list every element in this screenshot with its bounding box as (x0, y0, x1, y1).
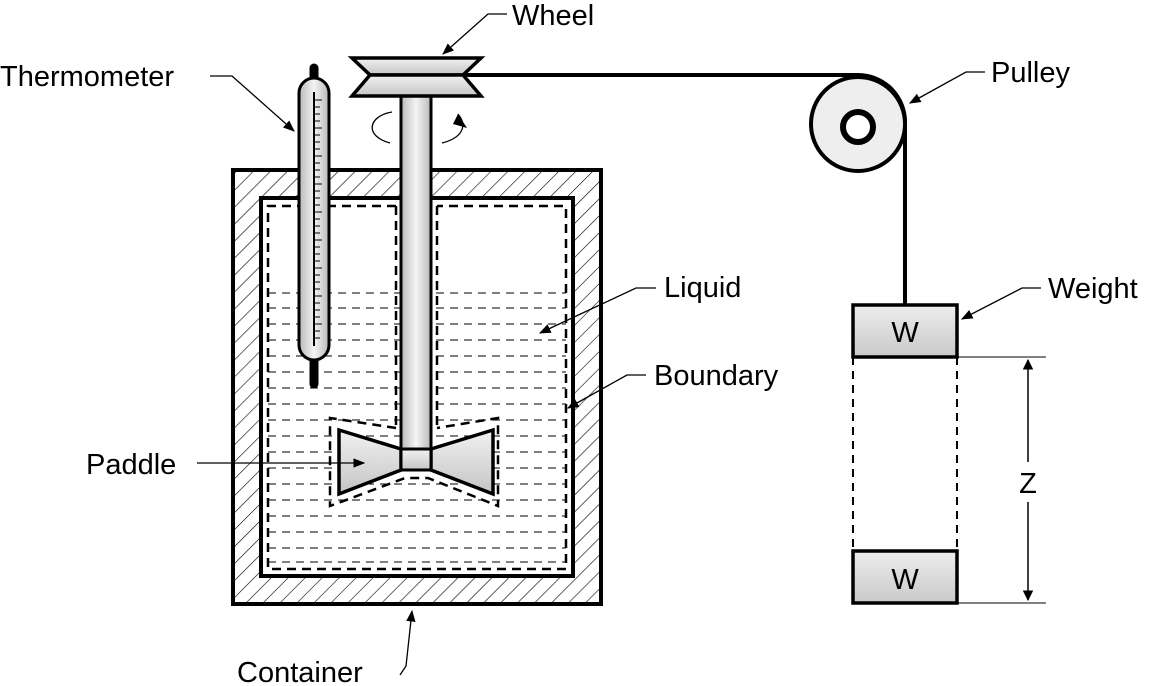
pulley-label: Pulley (991, 57, 1070, 89)
thermometer-scale (314, 99, 322, 339)
weight-block-bottom (851, 549, 959, 605)
height-dimension: Z (957, 356, 1046, 604)
liquid-label: Liquid (664, 272, 741, 304)
weight-symbol-bottom: W (891, 564, 919, 596)
weight-symbol-top: W (891, 317, 919, 349)
system-boundary (266, 204, 568, 571)
weight-block-top (851, 303, 959, 359)
paddle (337, 427, 495, 497)
paddle-label: Paddle (86, 449, 176, 481)
pulley (809, 75, 907, 173)
thermometer-leader (210, 75, 295, 132)
weight-top: W (851, 303, 959, 359)
liquid-leader (538, 287, 656, 334)
paddle-hub (399, 447, 433, 472)
height-label: Z (1019, 468, 1037, 500)
rotation-arrow (371, 111, 464, 144)
boundary-label: Boundary (654, 360, 779, 392)
weight-label: Weight (1048, 273, 1138, 305)
boundary-leader (566, 374, 646, 409)
dimension-label-gap (1014, 462, 1044, 502)
wheel-label: Wheel (512, 0, 594, 32)
weight-bottom: W (851, 549, 959, 605)
weight-leader (960, 287, 1041, 320)
container-leader (399, 609, 416, 676)
container-label: Container (237, 657, 363, 686)
paddle-shaft (399, 94, 433, 451)
leaders (197, 13, 1041, 676)
weight-travel-path (852, 357, 958, 551)
thermometer-label: Thermometer (0, 61, 174, 93)
pulley-axle (840, 109, 876, 145)
wheel-leader (442, 13, 507, 55)
thermometer (297, 63, 331, 389)
rotation-arrow-head (453, 114, 467, 128)
pulley-leader (908, 71, 985, 104)
wheel (347, 56, 486, 98)
